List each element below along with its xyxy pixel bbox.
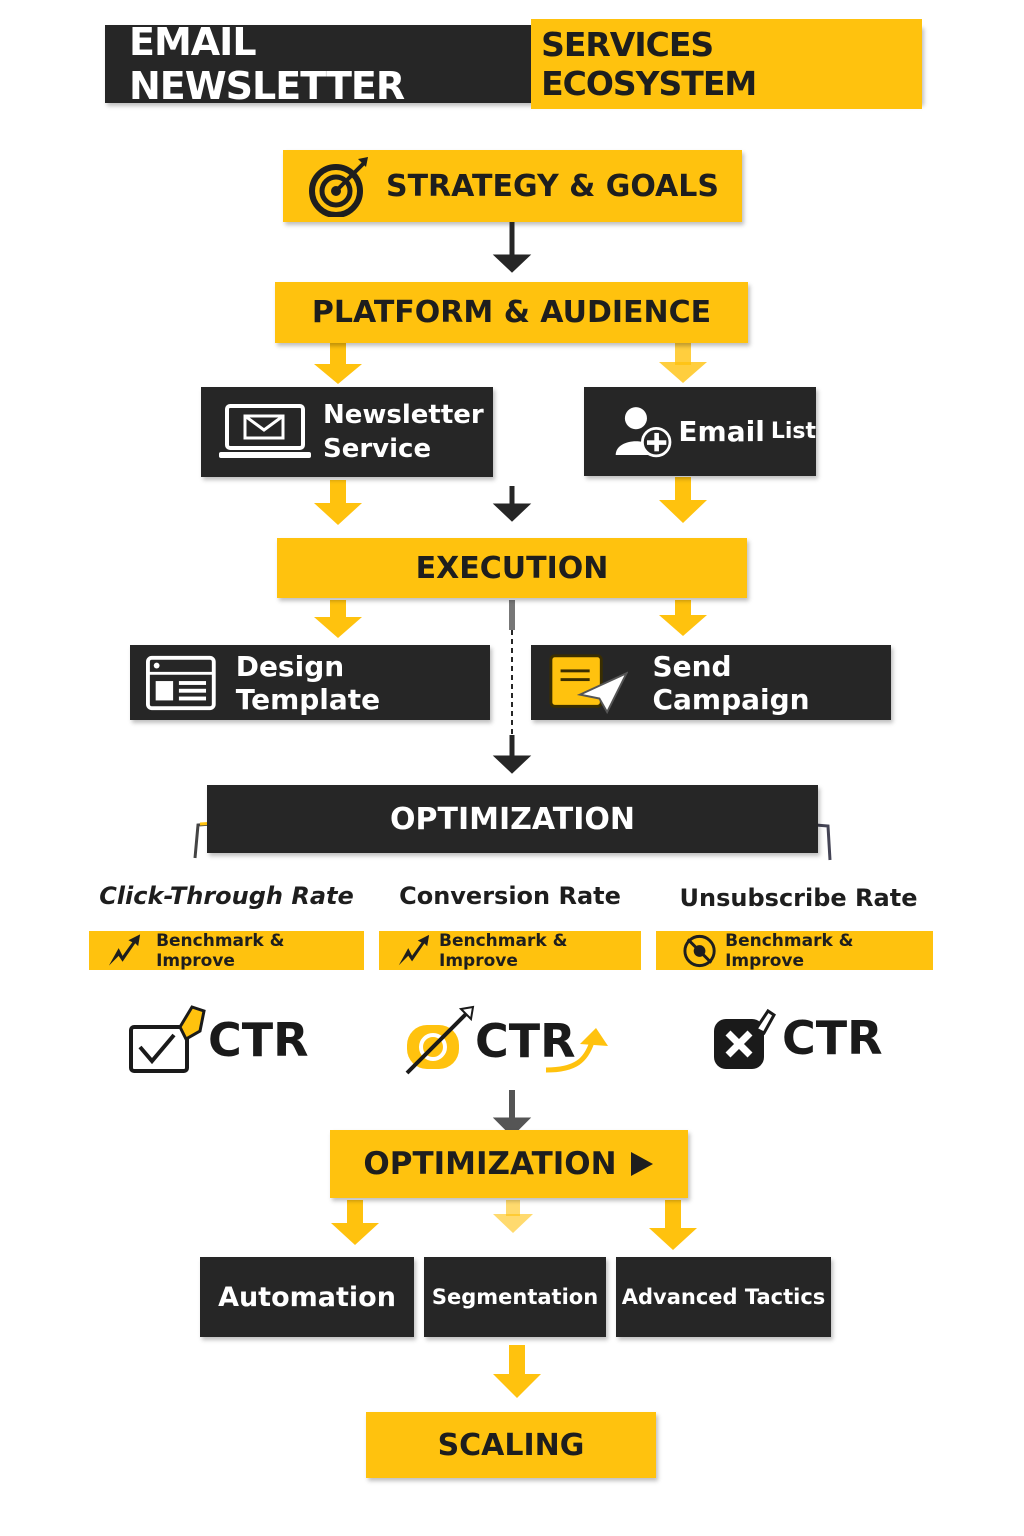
send-campaign-label: Send Campaign — [652, 649, 810, 716]
email-list-box: Email List — [584, 387, 816, 476]
benchmark-badge-conversion: Benchmark & Improve — [379, 930, 641, 971]
remove-icon — [714, 1008, 776, 1069]
optimization-label: OPTIMIZATION — [389, 801, 635, 837]
optimization-box: OPTIMIZATION — [207, 785, 818, 853]
design-template-box: Design Template — [130, 645, 490, 720]
email-list-sub: List — [770, 419, 816, 444]
advanced-tactics-box: Advanced Tactics — [616, 1257, 831, 1337]
execution-label: EXECUTION — [415, 550, 609, 586]
benchmark-label: Benchmark & Improve — [439, 930, 568, 971]
send-campaign-box: Send Campaign — [531, 645, 891, 720]
ctr-label: CTR — [208, 1013, 309, 1067]
ctr-label: CTR — [782, 1011, 883, 1065]
platform-audience-box: PLATFORM & AUDIENCE — [275, 282, 748, 343]
automation-box: Automation — [200, 1257, 414, 1337]
strategy-box: STRATEGY & GOALS — [283, 150, 742, 222]
platform-label: PLATFORM & AUDIENCE — [311, 295, 712, 330]
target-icon — [308, 157, 368, 217]
newsletter-label-2: Service — [323, 434, 432, 464]
segmentation-label: Segmentation — [431, 1285, 599, 1309]
user-add-icon — [615, 406, 672, 457]
newsletter-service-box: Newsletter Service — [201, 387, 493, 477]
trend-up-icon — [108, 933, 141, 966]
unlink-icon — [405, 1005, 475, 1075]
ctr-unsubscribe-metric: CTR — [712, 1005, 883, 1071]
play-icon — [630, 1152, 653, 1176]
ctr-checkbox-metric: CTR — [128, 1005, 309, 1075]
arrow-dark — [492, 222, 532, 1137]
benchmark-badge-unsubscribe: Benchmark & Improve — [656, 930, 933, 971]
optimization-next-box[interactable]: OPTIMIZATION — [330, 1130, 688, 1198]
arrow-yellow — [314, 343, 707, 1398]
scaling-box: SCALING — [366, 1412, 656, 1478]
execution-box: EXECUTION — [277, 538, 747, 598]
title-banner: EMAIL NEWSLETTER SERVICES ECOSYSTEM — [105, 19, 922, 109]
benchmark-label: Benchmark & Improve — [725, 930, 854, 971]
scaling-label: SCALING — [437, 1427, 585, 1463]
title-part1: EMAIL NEWSLETTER — [129, 20, 405, 108]
design-template-label: Design Template — [235, 649, 381, 716]
paper-plane-icon — [549, 653, 629, 714]
title-part2: SERVICES ECOSYSTEM — [531, 19, 922, 109]
ctr-label: CTR — [475, 1014, 576, 1068]
optimization2-label: OPTIMIZATION — [363, 1146, 617, 1182]
email-list-label: Email — [678, 415, 765, 448]
strategy-label: STRATEGY & GOALS — [385, 168, 720, 204]
laptop-email-icon — [219, 404, 311, 458]
template-icon — [146, 655, 216, 710]
advanced-tactics-label: Advanced Tactics — [621, 1285, 826, 1309]
segmentation-box: Segmentation — [424, 1257, 606, 1337]
curved-up-arrow-icon — [545, 1028, 608, 1073]
automation-label: Automation — [218, 1281, 396, 1313]
metric-label-ctr: Click-Through Rate — [99, 882, 354, 910]
benchmark-badge-ctr: Benchmark & Improve — [89, 930, 364, 971]
newsletter-label-1: Newsletter — [323, 400, 484, 430]
checkbox-icon — [129, 1005, 206, 1073]
metric-label-conversion: Conversion Rate — [399, 882, 621, 910]
ctr-conversion-metric: CTR — [403, 1005, 616, 1077]
target-cancel-icon — [683, 934, 716, 967]
benchmark-label: Benchmark & Improve — [156, 930, 285, 971]
metric-label-unsubscribe: Unsubscribe Rate — [679, 884, 918, 912]
trend-up-icon — [398, 934, 430, 965]
